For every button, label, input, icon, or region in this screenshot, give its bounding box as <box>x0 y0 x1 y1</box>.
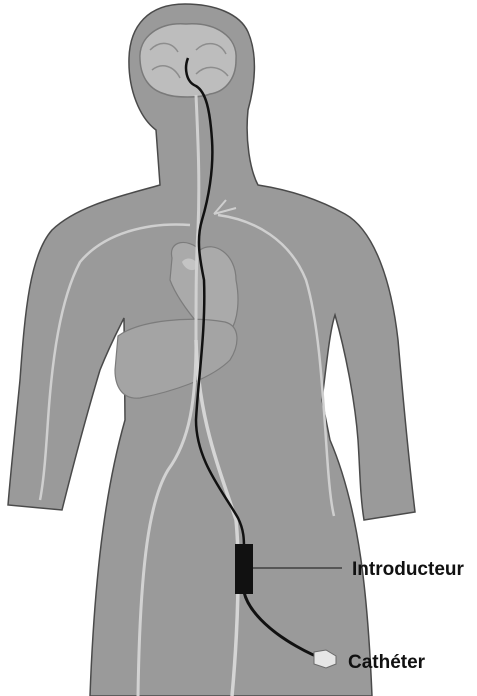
introducer-sheath <box>235 544 253 594</box>
introducer-label: Introducteur <box>352 559 464 580</box>
catheter-label: Cathéter <box>348 652 426 673</box>
